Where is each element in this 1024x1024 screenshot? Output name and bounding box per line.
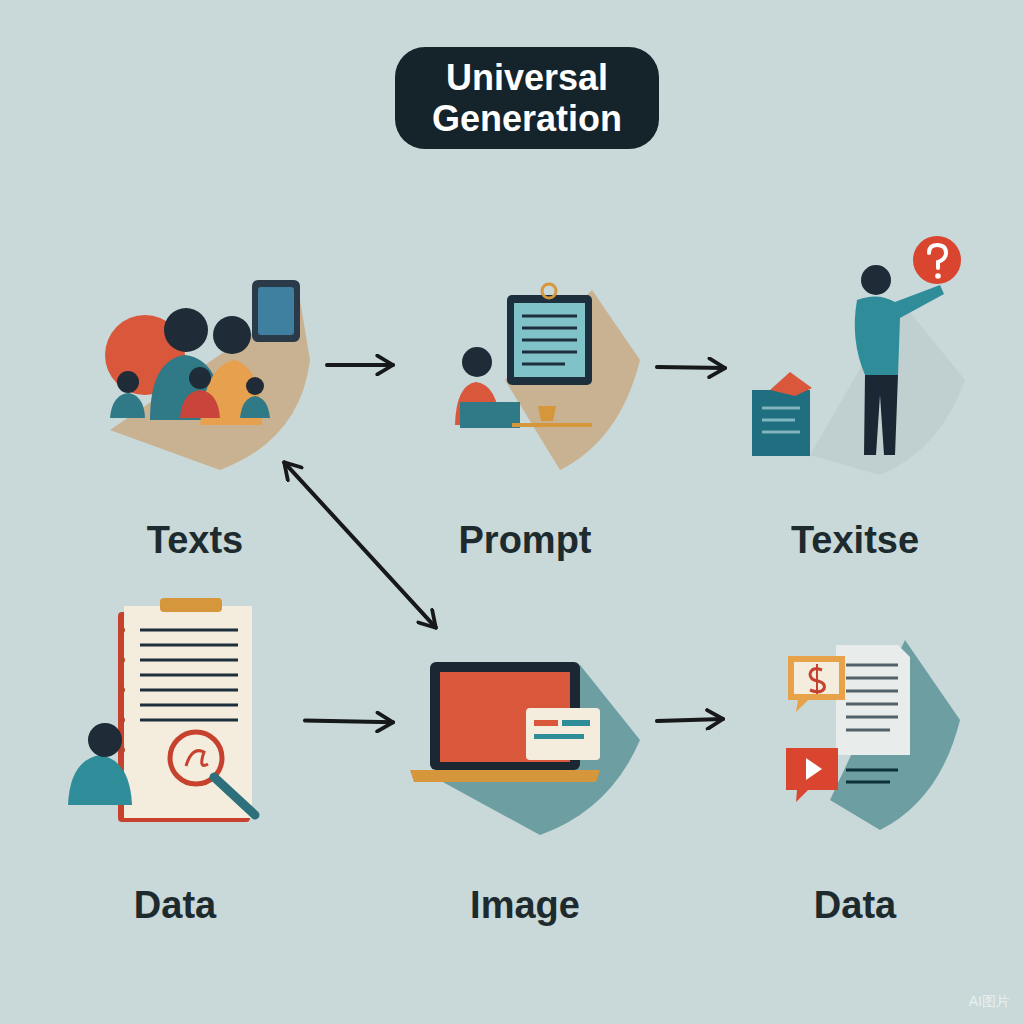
node-label: Data: [814, 884, 896, 927]
title-pill: Universal Generation: [395, 47, 659, 150]
circle-shape: [737, 597, 973, 833]
circle-fill: [737, 597, 973, 833]
node-label: Texts: [147, 519, 243, 562]
circle-fill: [407, 607, 643, 843]
watermark: AI图片: [969, 993, 1010, 1011]
laptop-illustration: [410, 662, 640, 835]
arrow-connector: [284, 462, 436, 627]
circle-shape: [59, 602, 291, 834]
question-illustration: [752, 236, 965, 475]
arrow-connector: [657, 367, 725, 368]
arrow-connector: [305, 721, 393, 723]
node-label: Prompt: [459, 519, 592, 562]
icon-circle: Image: [407, 607, 643, 843]
circle-fill: [59, 602, 291, 834]
circle-fill: [739, 254, 971, 486]
icon-circle: Texts: [77, 247, 313, 483]
circle-fill: [407, 247, 643, 483]
node-label: Image: [470, 884, 580, 927]
circle-shape: [407, 607, 643, 843]
circle-shape: [77, 247, 313, 483]
icon-circle: Data: [59, 602, 291, 834]
circle-fill: [77, 247, 313, 483]
media-illustration: [786, 640, 960, 830]
icon-circle: Data: [737, 597, 973, 833]
node-label: Texitse: [791, 519, 919, 562]
arrow-connector: [657, 719, 723, 721]
circle-shape: [407, 247, 643, 483]
icon-circle: Prompt: [407, 247, 643, 483]
node-label: Data: [134, 884, 216, 927]
people-illustration: [105, 280, 310, 470]
icon-circle: Texitse: [739, 254, 971, 486]
circle-shape: [739, 254, 971, 486]
document-illustration: [68, 598, 255, 822]
arrow-connector: [327, 363, 393, 367]
clipboard-illustration: [455, 284, 640, 470]
